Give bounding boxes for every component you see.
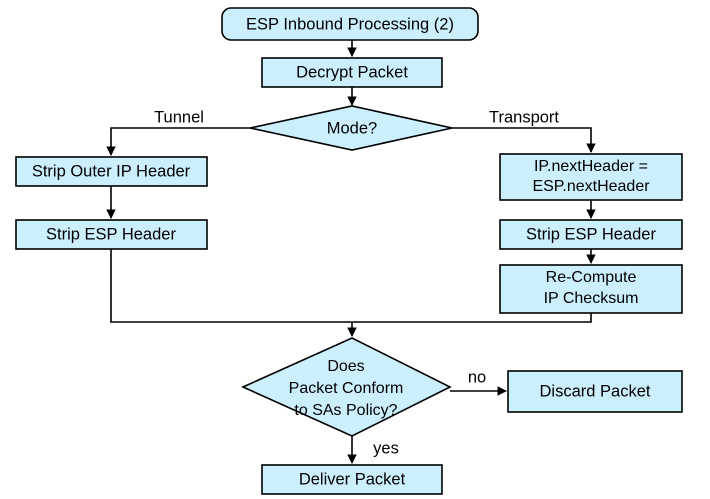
- node-mode-decision-shape: [249, 105, 453, 151]
- node-decrypt-packet-shape: [261, 57, 443, 88]
- node-start-shape: [221, 7, 479, 41]
- edge-label-transport: Transport: [489, 108, 559, 126]
- node-strip-esp-header-transport[interactable]: Strip ESP Header: [499, 219, 683, 250]
- node-strip-esp-header-transport-label: Strip ESP Header: [526, 225, 656, 243]
- node-recompute-ip-checksum[interactable]: Re-Compute IP Checksum: [499, 264, 683, 314]
- node-start-label: ESP Inbound Processing (2): [246, 15, 454, 33]
- node-ip-nextheader-assign[interactable]: IP.nextHeader = ESP.nextHeader: [499, 153, 683, 201]
- edge-label-yes: yes: [373, 439, 399, 457]
- node-deliver-packet[interactable]: Deliver Packet: [261, 464, 443, 495]
- node-strip-esp-header-transport-shape: [499, 219, 683, 250]
- edges-layer: [106, 40, 596, 464]
- node-discard-packet[interactable]: Discard Packet: [507, 370, 683, 413]
- node-mode-decision[interactable]: Mode?: [249, 105, 453, 151]
- node-recompute-ip-checksum-label-line1: Re-Compute: [546, 269, 637, 286]
- node-strip-esp-header-tunnel-label: Strip ESP Header: [46, 225, 176, 243]
- node-recompute-ip-checksum-label-line2: IP Checksum: [544, 290, 639, 307]
- node-conform-decision-label-line1: Does: [327, 358, 364, 375]
- edge-label-tunnel: Tunnel: [154, 108, 204, 126]
- node-recompute-ip-checksum-shape: [499, 264, 683, 314]
- node-ip-nextheader-assign-shape: [499, 153, 683, 201]
- node-deliver-packet-shape: [261, 464, 443, 495]
- edge-mode-to-strip-outer-ip: [106, 127, 250, 156]
- node-conform-decision-shape: [241, 337, 452, 437]
- node-ip-nextheader-assign-label-line2: ESP.nextHeader: [532, 178, 650, 195]
- node-conform-decision[interactable]: Does Packet Conform to SAs Policy?: [241, 337, 452, 437]
- edge-transport-join-rail: [352, 312, 592, 323]
- node-discard-packet-label: Discard Packet: [540, 382, 651, 400]
- node-ip-nextheader-assign-label-line1: IP.nextHeader =: [534, 158, 648, 175]
- node-strip-outer-ip-header-label: Strip Outer IP Header: [32, 162, 191, 180]
- node-discard-packet-shape: [507, 370, 683, 413]
- node-deliver-packet-label: Deliver Packet: [299, 470, 406, 488]
- node-strip-esp-header-tunnel-shape: [15, 219, 208, 250]
- node-strip-esp-header-tunnel[interactable]: Strip ESP Header: [15, 219, 208, 250]
- edge-tunnel-join-rail: [110, 248, 352, 323]
- node-decrypt-packet-label: Decrypt Packet: [296, 63, 408, 81]
- edge-labels-layer: Tunnel Transport no yes: [154, 108, 559, 457]
- node-conform-decision-label-line2: Packet Conform: [289, 380, 404, 397]
- node-strip-outer-ip-header-shape: [15, 156, 208, 187]
- node-start[interactable]: ESP Inbound Processing (2): [221, 7, 479, 41]
- node-conform-decision-label-line3: to SAs Policy?: [294, 402, 397, 419]
- node-strip-outer-ip-header[interactable]: Strip Outer IP Header: [15, 156, 208, 187]
- edge-mode-to-nextheader: [452, 127, 596, 153]
- node-mode-decision-label: Mode?: [327, 119, 377, 137]
- node-decrypt-packet[interactable]: Decrypt Packet: [261, 57, 443, 88]
- edge-label-no: no: [468, 368, 486, 386]
